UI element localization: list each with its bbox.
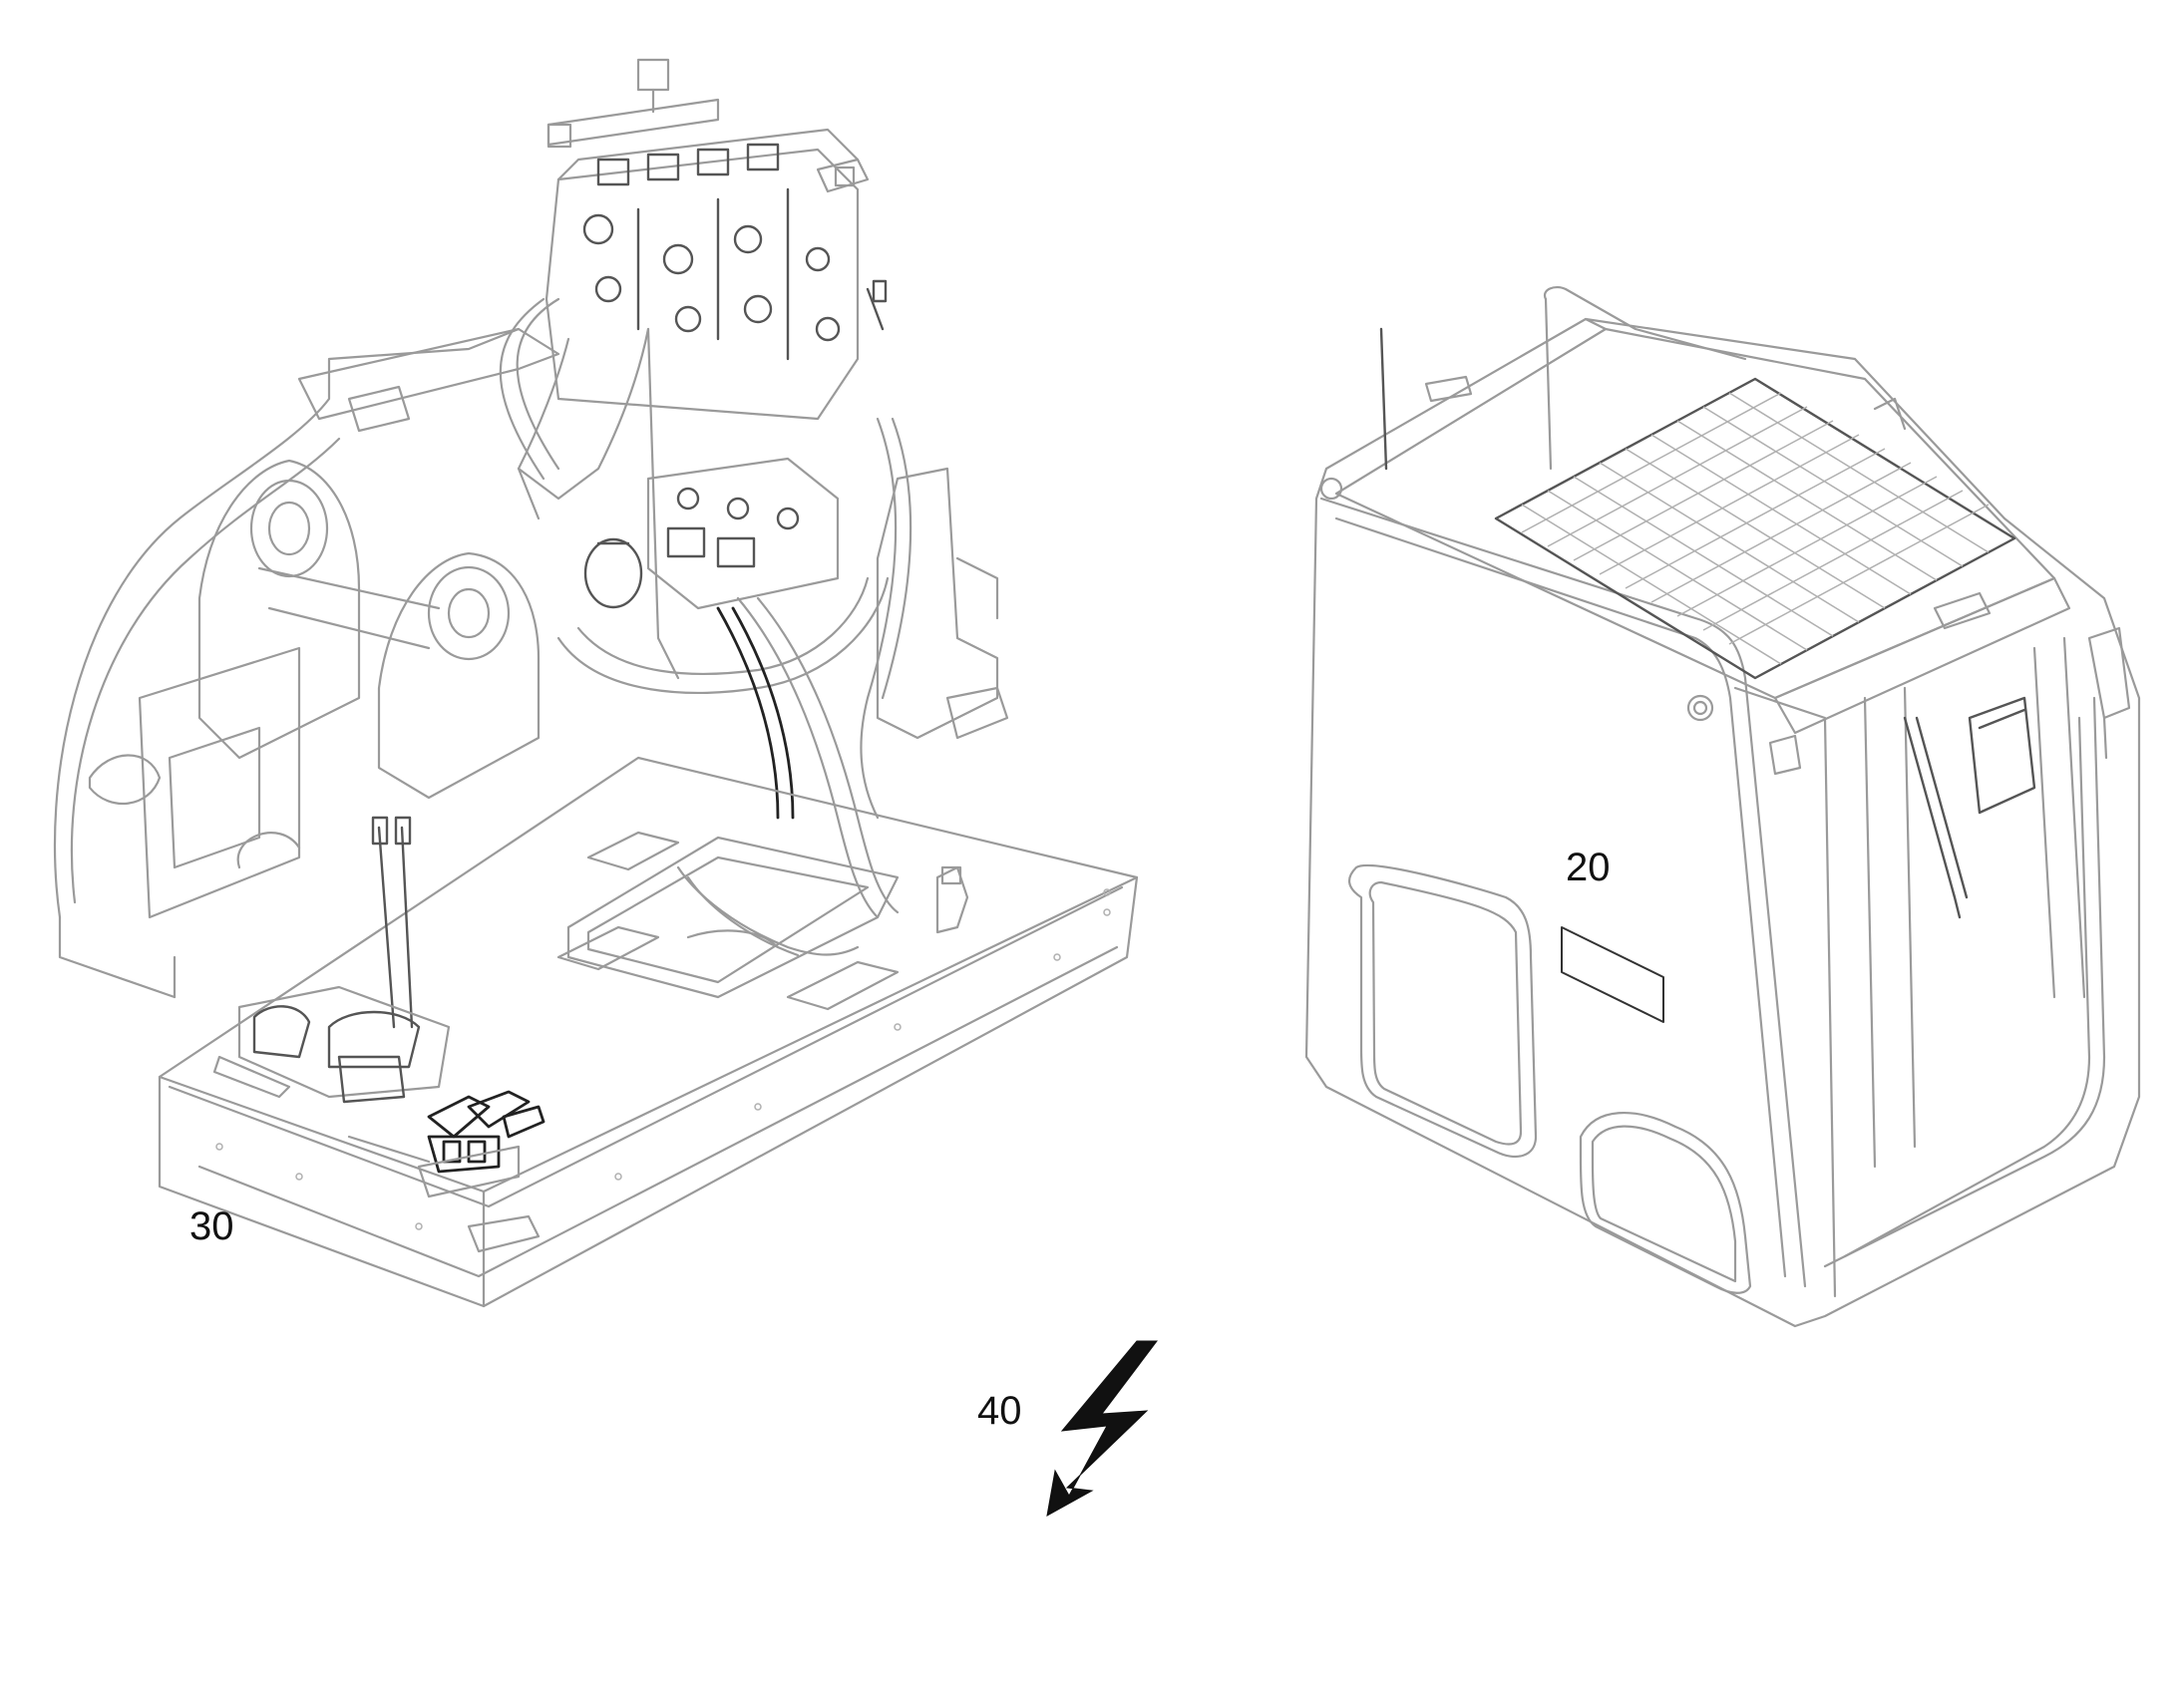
cab-floor-plate	[158, 756, 1139, 1308]
callout-electrical-label: 40	[977, 1389, 1022, 1433]
boom-foot-boss-right	[257, 551, 541, 800]
boom-foot-boss-left	[197, 459, 361, 760]
callout-frame-label: 30	[189, 1204, 234, 1248]
pilot-valve-block	[583, 457, 840, 610]
main-control-valve	[545, 58, 888, 421]
pedal-and-lever-group	[212, 816, 545, 1198]
upper-frame-assembly	[53, 327, 1009, 999]
callout-cab-label: 20	[1566, 846, 1611, 889]
hose-bundle	[499, 297, 912, 957]
decal-plate	[1561, 926, 1664, 1023]
roof-guard-grid	[1494, 377, 2016, 680]
lightning-bolt-icon	[1046, 1340, 1159, 1517]
operator-cab	[1304, 285, 2141, 1328]
